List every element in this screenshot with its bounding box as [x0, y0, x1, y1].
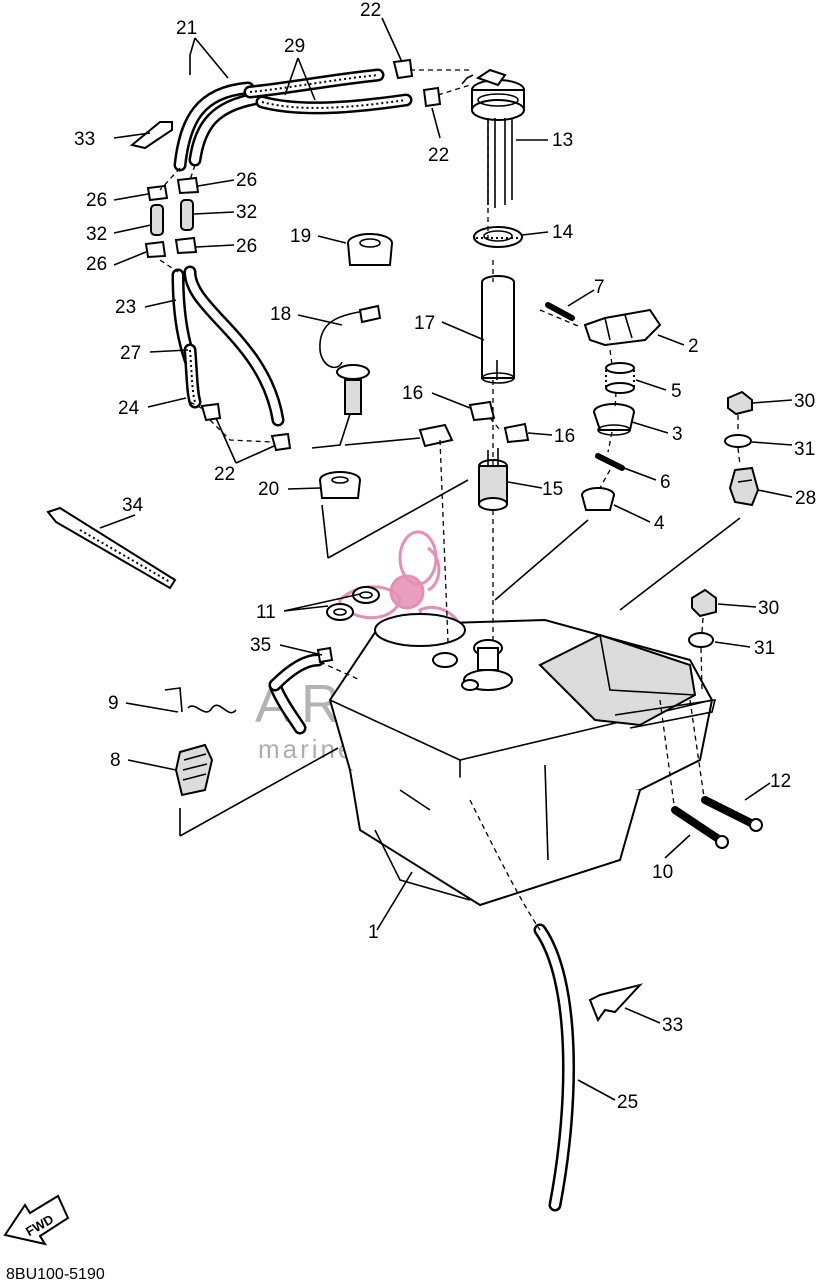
callout-31-upper: 31: [794, 439, 815, 460]
diagram-reference-code: 8BU100-5190: [6, 1266, 105, 1283]
grommet-part-19: [347, 233, 393, 266]
pin-part-7: [545, 302, 575, 321]
callout-22-top: 22: [360, 0, 381, 21]
clip-part-22-top-b: [422, 86, 442, 108]
hose-part-25: [533, 923, 575, 1212]
fuel-sender-part-18: [311, 304, 454, 449]
assembly-leader-lines: [179, 479, 741, 837]
spring-part-5: [605, 362, 635, 394]
hose-part-27: [183, 265, 285, 427]
callout-11: 11: [256, 602, 276, 623]
gasket-part-14: [473, 226, 523, 248]
callout-34: 34: [122, 495, 144, 516]
clip-part-22-left-b: [270, 432, 292, 452]
cover-part-8: [174, 743, 214, 797]
corrugated-hose-part-24: [183, 343, 202, 409]
callout-numbers: 1 2 3 4 5 6 7 8 9 10 11 12 13 14 15 16 1…: [74, 0, 816, 1113]
callout-6: 6: [660, 472, 671, 493]
callout-22-lower: 22: [214, 464, 235, 485]
clip-part-22-top-a: [392, 58, 414, 80]
callout-leaders: [99, 17, 793, 1101]
callout-26-c: 26: [236, 236, 257, 257]
assembly-guide-lines: [159, 118, 741, 931]
callout-21: 21: [176, 18, 197, 39]
callout-10: 10: [652, 862, 673, 883]
callout-31-lower: 31: [754, 638, 775, 659]
callout-13: 13: [552, 130, 573, 151]
callout-35: 35: [250, 635, 271, 656]
bracket-part-2: [583, 308, 662, 347]
bolt-part-10: [671, 806, 729, 849]
nut-part-30-upper: [727, 390, 753, 416]
callout-17: 17: [414, 313, 435, 334]
callout-26-b: 26: [236, 170, 257, 191]
callout-3: 3: [672, 424, 683, 445]
washer-part-31-lower: [688, 632, 714, 648]
callout-27: 27: [120, 343, 141, 364]
callout-22-middle: 22: [428, 145, 449, 166]
callout-26-d: 26: [86, 254, 107, 275]
callout-14: 14: [552, 222, 574, 243]
fuel-tank-part-1: [328, 613, 717, 907]
callout-1: 1: [368, 922, 379, 943]
joint-part-32: [150, 199, 194, 236]
callout-15: 15: [542, 479, 563, 500]
callout-28: 28: [795, 488, 816, 509]
washer-part-31-upper: [724, 434, 752, 448]
callout-19: 19: [290, 226, 311, 247]
callout-16-lower: 16: [554, 426, 575, 447]
tank-outlet-fitting: [461, 639, 513, 691]
callout-26-a: 26: [86, 190, 107, 211]
spring-part-9: [164, 687, 237, 714]
callout-4: 4: [654, 513, 665, 534]
callout-16-upper: 16: [402, 383, 423, 404]
callout-8: 8: [110, 750, 121, 771]
nut-part-30-lower: [691, 588, 717, 618]
clip-part-22-left-a: [200, 402, 222, 422]
callout-23: 23: [115, 297, 136, 318]
callout-20: 20: [258, 479, 279, 500]
callout-30-lower: 30: [758, 598, 779, 619]
corrugated-hose-part-29: [243, 68, 413, 115]
callout-32-right: 32: [236, 202, 257, 223]
callout-24: 24: [118, 398, 140, 419]
clamp-part-28: [728, 466, 760, 507]
callout-25: 25: [617, 1092, 638, 1113]
fuel-meter-part-13: [461, 68, 525, 208]
cap-part-3: [593, 403, 635, 436]
strap-part-34: [46, 506, 177, 590]
callout-12: 12: [770, 771, 791, 792]
clip-part-16: [468, 400, 530, 444]
callout-32-left: 32: [86, 224, 107, 245]
tag-part-33-lower: [588, 983, 644, 1023]
hose-part-21: [173, 81, 267, 172]
bolt-part-12: [701, 796, 763, 832]
fuel-strainer-part-15: [478, 448, 508, 511]
tag-part-33-upper: [129, 121, 173, 150]
pipe-part-17: [481, 275, 515, 384]
pin-part-6: [595, 453, 625, 471]
fwd-arrow-icon: FWD: [3, 1194, 70, 1246]
callout-2: 2: [688, 336, 699, 357]
vent-hose-part-35: [268, 646, 334, 735]
callout-9: 9: [108, 693, 119, 714]
hose-clips-part-26: [144, 176, 200, 259]
grommet-part-20: [319, 471, 361, 499]
callout-7: 7: [594, 277, 605, 298]
callout-29: 29: [284, 36, 305, 57]
callout-33-lower: 33: [662, 1015, 683, 1036]
rings-part-11: [326, 586, 380, 621]
callout-18: 18: [270, 304, 291, 325]
callout-33-upper: 33: [74, 129, 95, 150]
callout-5: 5: [671, 381, 682, 402]
callout-30-upper: 30: [794, 391, 815, 412]
grommet-part-4: [581, 487, 615, 511]
